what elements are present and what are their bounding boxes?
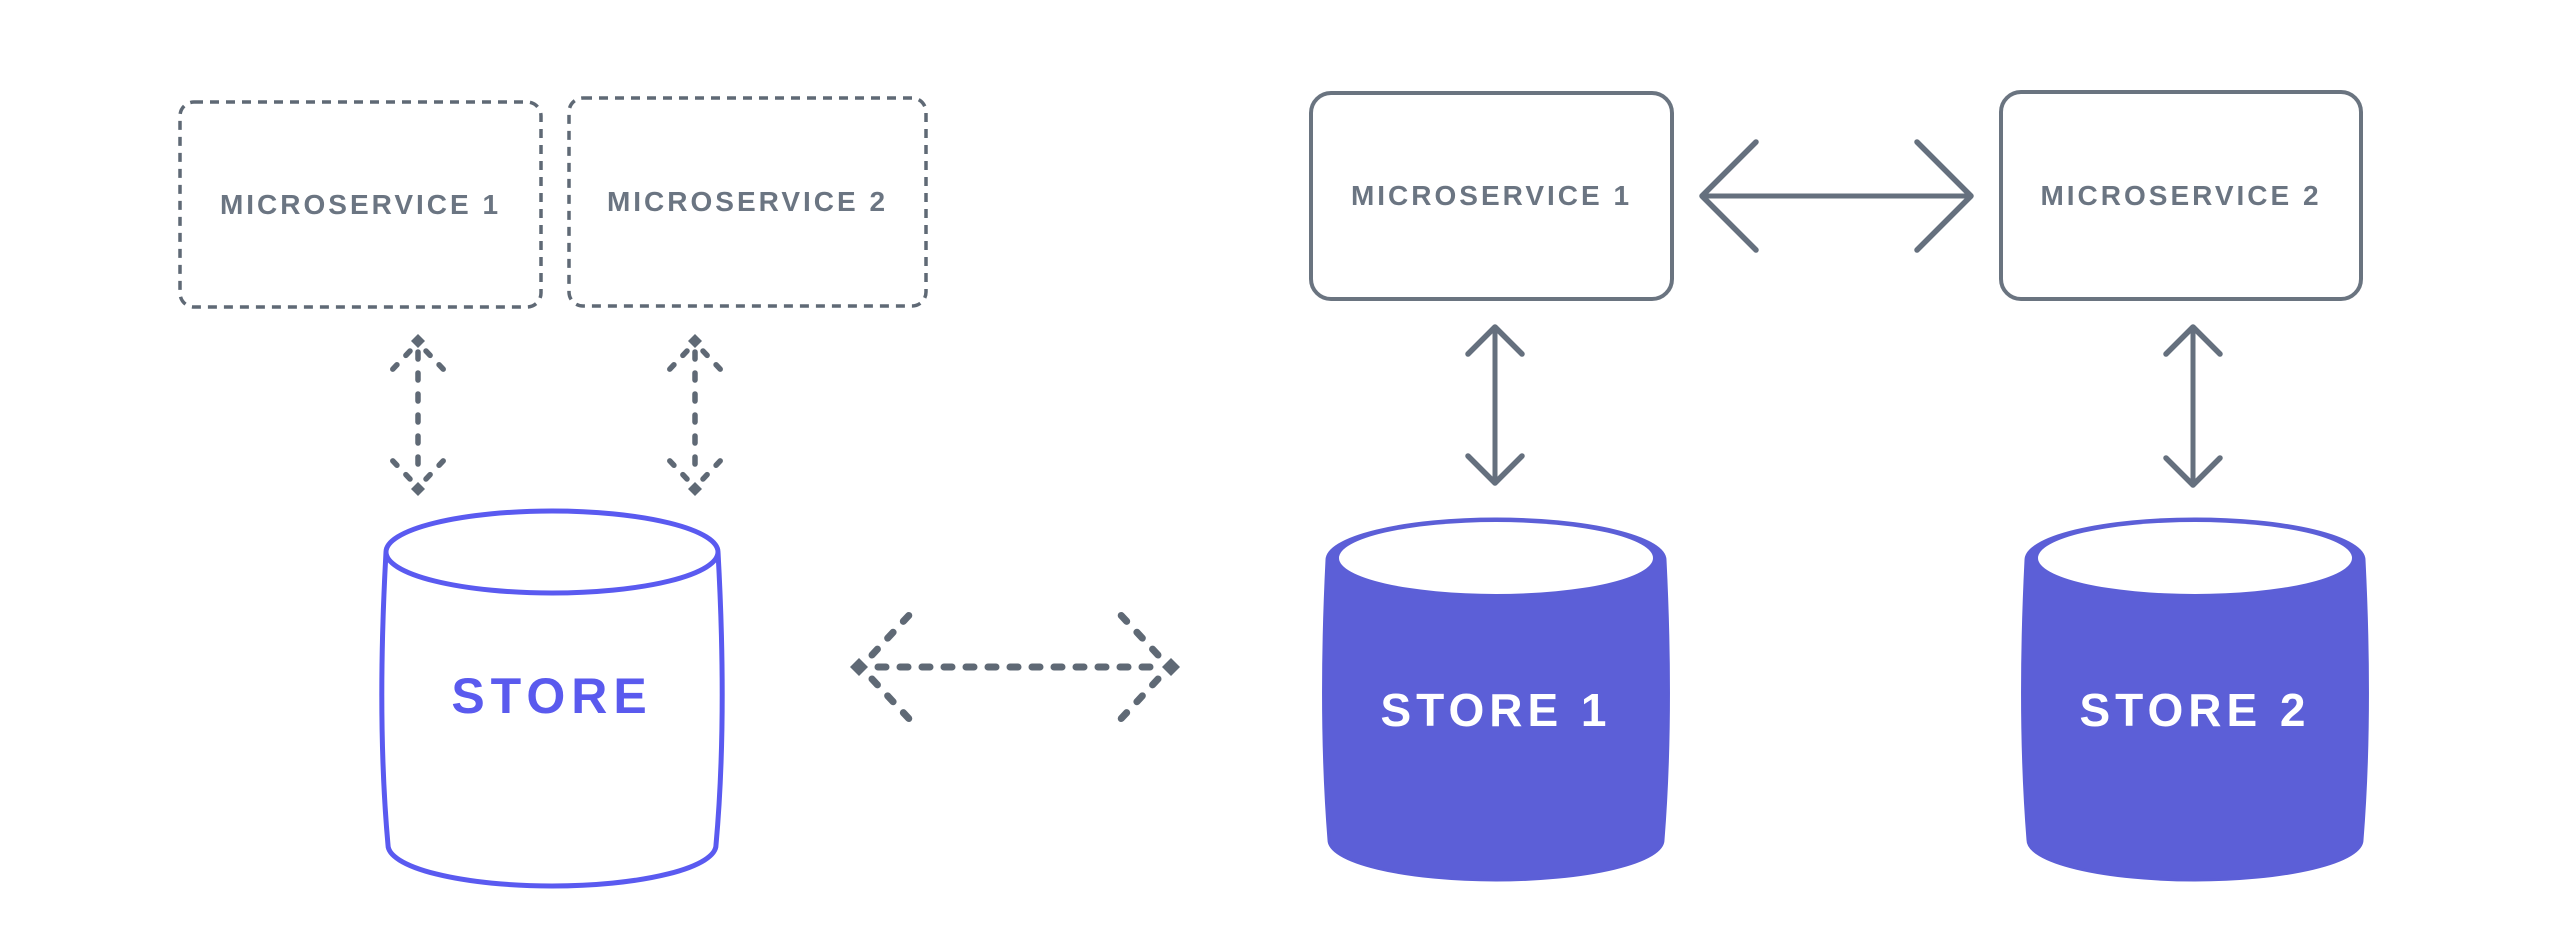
arrow-tip-diamond <box>411 334 425 348</box>
microservice-2-dedicated-box <box>1999 90 2363 301</box>
cylinder-top <box>2038 522 2352 594</box>
cylinder-body <box>1321 517 1671 882</box>
arrow-head-down <box>1465 453 1525 486</box>
solid-arrow-ms1-store1 <box>1465 324 1525 486</box>
cylinder-body <box>379 551 725 889</box>
arrow-head-up <box>1465 324 1525 357</box>
arrow-head-right <box>1914 139 1974 253</box>
cylinder-top <box>383 508 721 596</box>
arrow-head <box>868 608 1162 726</box>
cylinder-body <box>2020 517 2370 882</box>
dashed-arrow-ms2-store <box>666 334 724 496</box>
store2-cylinder <box>2020 517 2370 882</box>
microservice-1-dedicated-box <box>1309 91 1674 301</box>
arrow-tip-diamond <box>411 482 425 496</box>
arrow-head-down <box>2163 455 2223 488</box>
dashed-arrow-between-patterns <box>850 608 1180 726</box>
arrow-tip-diamond <box>688 334 702 348</box>
microservice-1-shared-box <box>178 100 543 309</box>
store1-cylinder <box>1321 517 1671 882</box>
cylinder-top <box>1339 522 1653 594</box>
arrow-tip-diamond <box>1162 658 1180 676</box>
shared-store-cylinder <box>379 508 725 889</box>
arrow-tip-diamond <box>688 482 702 496</box>
microservice-2-shared-box <box>567 96 928 308</box>
arrow-tip-diamond <box>850 658 868 676</box>
solid-arrow-ms1-ms2 <box>1699 139 1974 253</box>
dashed-arrow-ms1-store <box>389 334 447 496</box>
solid-arrow-ms2-store2 <box>2163 324 2223 488</box>
arrow-head-up <box>2163 324 2223 357</box>
arrow-head-left <box>1699 139 1759 253</box>
